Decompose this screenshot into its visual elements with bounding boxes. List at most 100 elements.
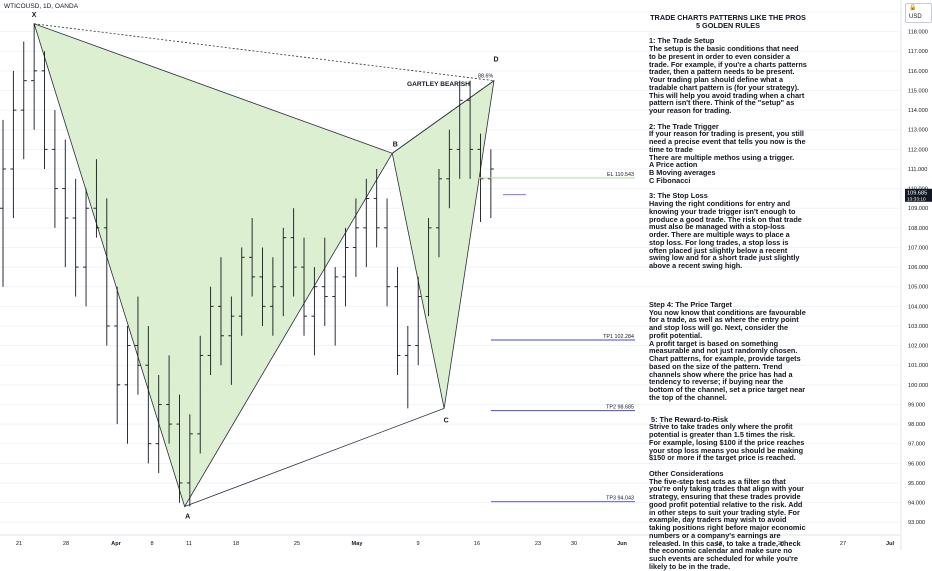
price-tick-3: 96.000 <box>908 461 925 467</box>
pattern-triangle-1 <box>33 23 393 508</box>
time-tick-17: Jul <box>886 541 895 547</box>
ohlc-bar-28 <box>290 208 297 297</box>
time-tick-10: 23 <box>535 541 541 547</box>
ohlc-bar-30 <box>311 267 318 356</box>
ohlc-bar-41 <box>425 218 432 317</box>
rule2-title: 2: The Trade Trigger <box>649 121 719 131</box>
ohlc-bar-11 <box>114 286 121 425</box>
ohlc-bar-14 <box>145 325 152 464</box>
ohlc-bar-2 <box>20 41 27 160</box>
rule1-title: 1: The Trade Setup <box>649 36 715 46</box>
time-tick-11: 30 <box>571 541 577 547</box>
lock-icon: 🔒 <box>909 5 917 11</box>
price-tick-5: 98.000 <box>908 422 925 428</box>
ohlc-bar-26 <box>269 257 276 336</box>
price-tick-25: 118.000 <box>908 30 928 36</box>
last-price-time: 13:33:10 <box>907 196 926 202</box>
ohlc-bar-21 <box>217 257 224 366</box>
time-tick-15: 20 <box>778 541 784 547</box>
currency-badge[interactable]: 🔒 USD <box>905 3 932 23</box>
time-tick-14: 13 <box>716 541 722 547</box>
ohlc-bar-32 <box>332 267 339 346</box>
ohlc-bar-47 <box>487 149 494 219</box>
time-tick-13: 6 <box>668 541 671 547</box>
ohlc-bar-35 <box>363 178 370 268</box>
rule2-body: If your reason for trading is present, y… <box>649 129 806 185</box>
pattern-point-B: B <box>393 141 398 148</box>
price-tick-24: 117.000 <box>908 49 928 55</box>
price-tick-12: 105.000 <box>908 285 928 291</box>
bd-line <box>392 80 495 154</box>
ohlc-bar-24 <box>249 218 256 297</box>
rule3-title: 3: The Stop Loss <box>649 191 708 201</box>
ohlc-bar-31 <box>321 237 328 326</box>
price-tick-19: 112.000 <box>908 147 928 153</box>
ohlc-bar-1 <box>10 70 17 219</box>
ohlc-bar-20 <box>207 286 214 376</box>
time-tick-3: 8 <box>150 541 153 547</box>
rule4-title: Step 4: The Price Target <box>649 299 732 309</box>
level-label-2: TP2 98.685 <box>606 405 634 411</box>
trading-rules-text: TRADE CHARTS PATTERNS LIKE THE PROS 5 GO… <box>649 14 807 571</box>
time-tick-0: 21 <box>16 541 22 547</box>
ohlc-bar-25 <box>259 247 266 326</box>
price-tick-13: 106.000 <box>908 265 928 271</box>
price-tick-2: 95.000 <box>908 481 925 487</box>
rules-header-line2: 5 GOLDEN RULES <box>695 20 761 30</box>
ohlc-bar-43 <box>446 129 453 209</box>
ohlc-bar-12 <box>124 325 131 444</box>
ohlc-bar-42 <box>435 168 442 258</box>
price-tick-23: 116.000 <box>908 69 928 75</box>
level-label-1: TP1 102.284 <box>603 334 634 340</box>
time-tick-6: 25 <box>294 541 300 547</box>
time-tick-8: 9 <box>416 541 419 547</box>
time-tick-2: Apr <box>111 541 121 547</box>
ohlc-bar-19 <box>197 335 204 454</box>
price-axis[interactable]: 93.00094.00095.00096.00097.00098.00099.0… <box>900 0 932 550</box>
time-tick-16: 27 <box>840 541 846 547</box>
price-tick-1: 94.000 <box>908 501 925 507</box>
time-tick-4: 11 <box>186 541 192 547</box>
ohlc-bar-18 <box>186 414 193 507</box>
ohlc-bar-39 <box>404 325 411 409</box>
pattern-point-A: A <box>185 513 190 520</box>
level-label-3: TP3 94.043 <box>606 496 634 502</box>
price-tick-7: 100.000 <box>908 383 928 389</box>
ohlc-bar-9 <box>93 159 100 238</box>
ohlc-bar-36 <box>373 168 380 248</box>
price-tick-9: 102.000 <box>908 344 928 350</box>
price-tick-6: 99.000 <box>908 402 925 408</box>
price-tick-4: 97.000 <box>908 442 925 448</box>
rule6-body: The five-step test acts as a filter so t… <box>649 476 808 571</box>
price-tick-14: 107.000 <box>908 245 928 251</box>
ohlc-bar-40 <box>415 276 422 366</box>
ac-line <box>184 408 445 507</box>
ohlc-bar-37 <box>384 198 391 307</box>
price-tick-22: 115.000 <box>908 88 928 94</box>
ohlc-bar-4 <box>41 51 48 169</box>
price-tick-11: 104.000 <box>908 304 928 310</box>
ohlc-bar-10 <box>103 198 110 346</box>
symbol-title[interactable]: WTICOUSD, 1D, OANDA <box>4 3 79 10</box>
pattern-point-C: C <box>444 417 449 424</box>
ohlc-bar-7 <box>72 178 79 297</box>
ohlc-bars <box>0 23 494 507</box>
ohlc-bar-34 <box>352 198 359 277</box>
time-tick-12: Jun <box>617 541 628 547</box>
last-price-bg <box>905 188 932 202</box>
currency-label: USD <box>909 14 922 20</box>
rule5-title: 5: The Reward-to-Risk <box>649 414 729 424</box>
time-tick-1: 28 <box>63 541 69 547</box>
rules-header-line1: TRADE CHARTS PATTERNS LIKE THE PROS <box>650 13 806 22</box>
ohlc-bar-38 <box>394 267 401 376</box>
price-tick-10: 103.000 <box>908 324 928 330</box>
xd-dashed-line <box>34 23 495 82</box>
level-label-0: EL 110.543 <box>607 172 634 178</box>
ohlc-bar-3 <box>31 23 38 130</box>
ohlc-bar-5 <box>51 110 58 228</box>
